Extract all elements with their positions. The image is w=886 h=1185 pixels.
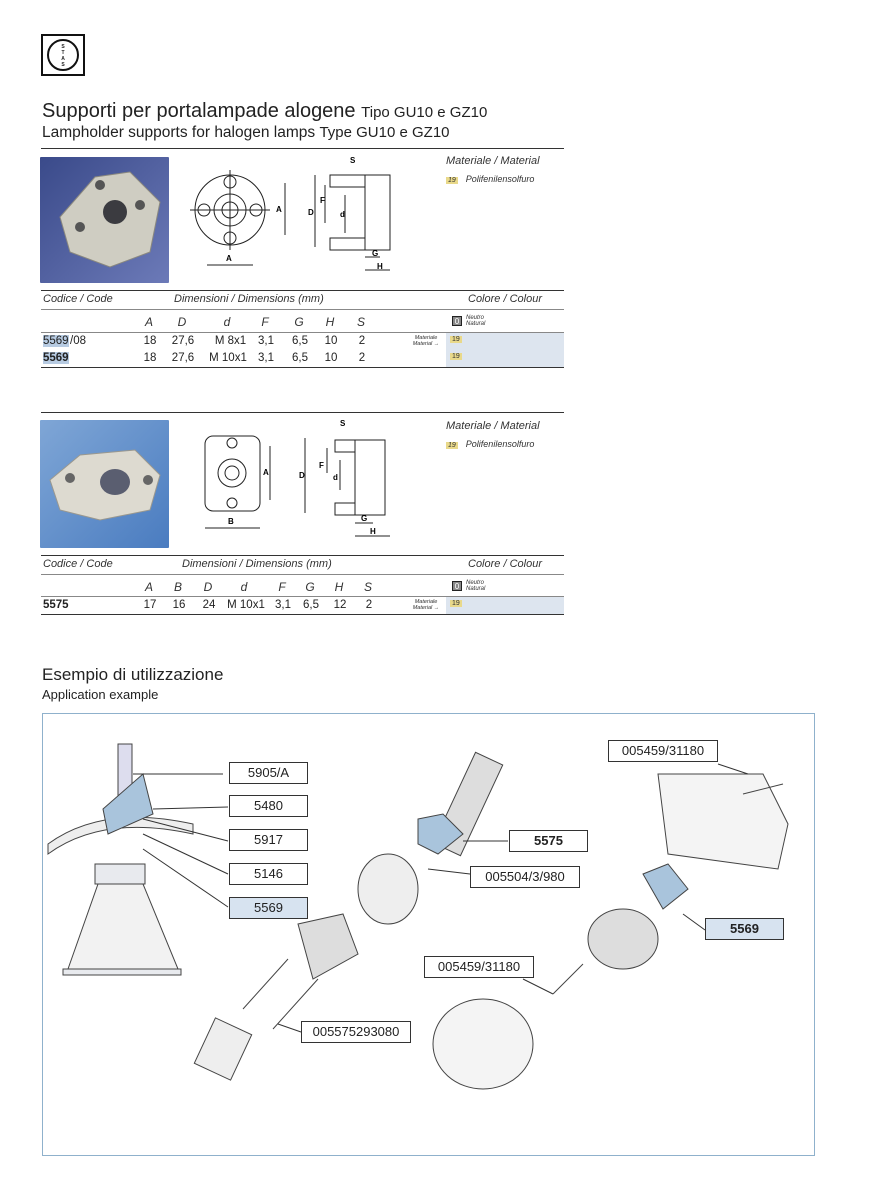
part-label: 5569 xyxy=(705,918,784,940)
divider xyxy=(41,290,564,291)
application-example-figure: 5905/A 5480 5917 5146 5569 005459/31180 … xyxy=(42,713,815,1156)
svg-text:S: S xyxy=(350,156,356,165)
divider xyxy=(41,148,564,149)
part-label: 5905/A xyxy=(229,762,308,784)
part-label: 5575 xyxy=(509,830,588,852)
svg-text:F: F xyxy=(319,461,324,470)
part-label: 5917 xyxy=(229,829,308,851)
svg-text:d: d xyxy=(340,210,345,219)
page-subtitle: Lampholder supports for halogen lamps Ty… xyxy=(42,124,450,141)
dimensions-header: Dimensioni / Dimensions (mm) xyxy=(182,558,332,570)
colour-header: Colore / Colour xyxy=(468,558,542,570)
divider xyxy=(41,596,564,597)
material-header: Materiale / Material xyxy=(446,420,540,432)
svg-text:D: D xyxy=(308,208,314,217)
divider xyxy=(41,574,564,575)
part-label: 005504/3/980 xyxy=(470,866,580,888)
svg-text:G: G xyxy=(361,514,367,523)
part-label: 005459/31180 xyxy=(608,740,718,762)
product-photo-5575 xyxy=(40,420,169,548)
code-header: Codice / Code xyxy=(43,293,113,305)
svg-text:A: A xyxy=(276,205,282,214)
exploded-view-illustration xyxy=(47,743,789,1090)
divider xyxy=(41,412,564,413)
product-photo-5569 xyxy=(40,157,169,283)
divider xyxy=(41,309,564,310)
svg-text:d: d xyxy=(333,473,338,482)
svg-text:H: H xyxy=(377,262,383,271)
section-title: Esempio di utilizzazione xyxy=(42,665,224,684)
svg-text:A: A xyxy=(263,468,269,477)
page-title: Supporti per portalampade alogene Tipo G… xyxy=(42,100,488,122)
section-subtitle: Application example xyxy=(42,687,159,702)
code-header: Codice / Code xyxy=(43,558,113,570)
part-label: 5569 xyxy=(229,897,308,919)
dimensions-header: Dimensioni / Dimensions (mm) xyxy=(174,293,324,305)
material-header: Materiale / Material xyxy=(446,155,540,167)
colour-header: Colore / Colour xyxy=(468,293,542,305)
part-label: 005459/31180 xyxy=(424,956,534,978)
svg-text:B: B xyxy=(228,517,234,526)
divider xyxy=(41,555,564,556)
svg-text:D: D xyxy=(299,471,305,480)
svg-text:H: H xyxy=(370,527,376,536)
divider xyxy=(41,332,564,333)
svg-text:G: G xyxy=(372,249,378,258)
svg-text:A: A xyxy=(226,254,232,263)
svg-text:F: F xyxy=(320,196,325,205)
part-label: 5480 xyxy=(229,795,308,817)
part-label: 005575293080 xyxy=(301,1021,411,1043)
part-label: 5146 xyxy=(229,863,308,885)
svg-text:S: S xyxy=(340,419,346,428)
